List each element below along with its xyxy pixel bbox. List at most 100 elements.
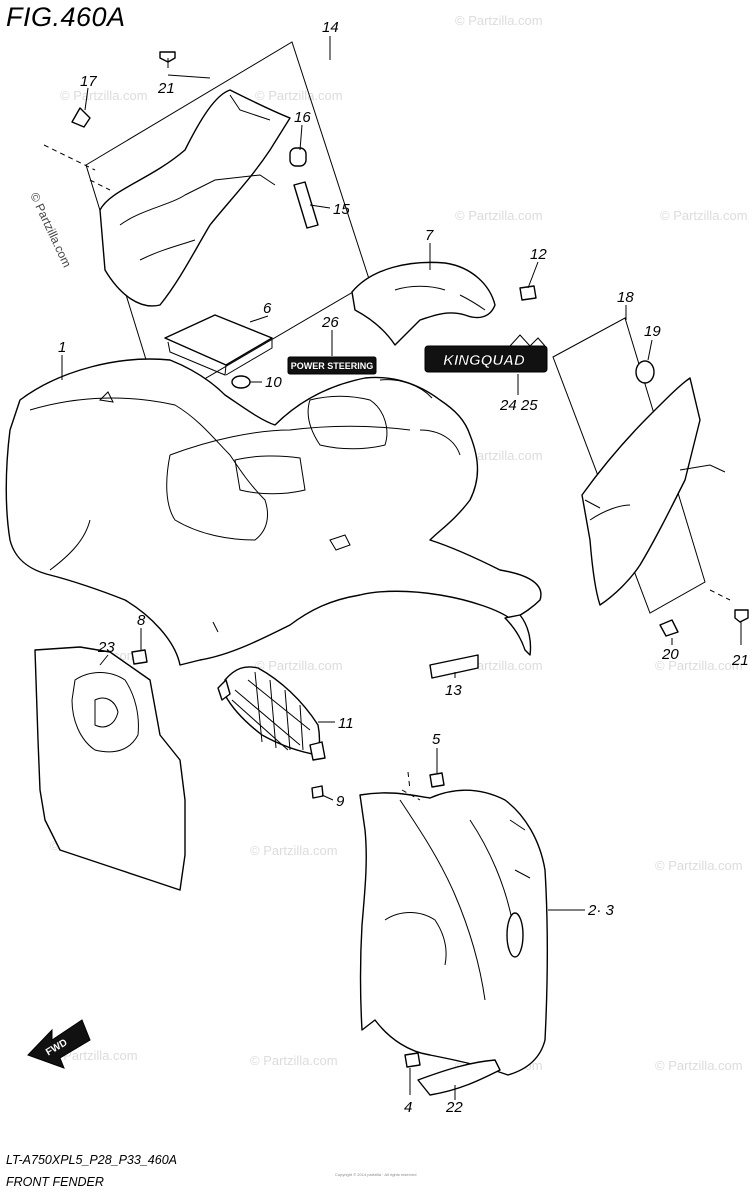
- instrument-opening: [307, 395, 388, 450]
- seal-22: [417, 1059, 501, 1096]
- callout-2-3: 2· 3: [587, 902, 615, 919]
- cover-7: [351, 261, 496, 346]
- grille-tabs: [217, 679, 326, 761]
- panel-23: [34, 646, 186, 891]
- watermark-text: © Partzilla.com: [255, 88, 343, 103]
- callout-20: 20: [661, 646, 679, 663]
- fender-tabs: [98, 391, 351, 633]
- panel-details: [119, 94, 276, 261]
- leader-6: [249, 315, 269, 323]
- callout-24-25: 24 25: [499, 397, 538, 414]
- callout-26: 26: [321, 314, 339, 331]
- model-code: LT-A750XPL5_P28_P33_460A: [6, 1153, 177, 1167]
- arrow-shape: [27, 1019, 91, 1069]
- screw-21b: [734, 609, 749, 623]
- leader-19: [647, 339, 653, 361]
- inner-fender-2-3: [359, 771, 548, 1096]
- callout-15: 15: [333, 201, 350, 218]
- screw-21: [159, 51, 176, 63]
- grille-mesh: [231, 671, 311, 751]
- screw-12: [519, 285, 537, 301]
- callout-21: 21: [157, 80, 175, 97]
- watermark-text: © Partzilla.com: [255, 658, 343, 673]
- inner-panel-group-14: [43, 41, 371, 406]
- watermark-text: © Partzilla.com: [250, 1053, 338, 1068]
- watermark-text: © Partzilla.com: [50, 1048, 138, 1063]
- power-steering-label: POWER STEERING: [291, 361, 374, 371]
- watermark-text: © Partzilla.com: [655, 1058, 743, 1073]
- leader-12: [527, 261, 539, 289]
- leader-16: [299, 124, 303, 151]
- leader-15: [309, 204, 331, 209]
- section-name: FRONT FENDER: [6, 1175, 104, 1189]
- kingquad-badge-24-25: KINGQUAD: [424, 334, 548, 373]
- inner-fender-ribs: [384, 799, 531, 1001]
- badge-plate: [424, 345, 548, 373]
- inner-fender-opening: [506, 912, 524, 958]
- callout-1: 1: [58, 339, 66, 356]
- callout-9: 9: [336, 793, 345, 810]
- callout-4: 4: [404, 1099, 412, 1116]
- leader-9: [321, 794, 334, 801]
- screw-4: [404, 1052, 421, 1068]
- watermark-text: © Partzilla.com: [60, 88, 148, 103]
- callout-12: 12: [530, 246, 547, 263]
- dashed-leader: [401, 771, 421, 801]
- callout-6: 6: [263, 300, 272, 317]
- watermark-text: © Partzilla.com: [455, 13, 543, 28]
- inner-panel-group-18: [552, 317, 749, 637]
- callout-19: 19: [644, 323, 661, 340]
- callout-22: 22: [445, 1099, 463, 1116]
- inner-fender-body: [359, 789, 548, 1076]
- cover-6-edge: [167, 338, 273, 376]
- panel-right-details: [584, 464, 726, 521]
- opening-edge: [379, 379, 461, 456]
- callout-10: 10: [265, 374, 282, 391]
- callout-16: 16: [294, 109, 311, 126]
- panel-23-body: [34, 646, 186, 891]
- callout-8: 8: [137, 612, 146, 629]
- leader-23: [99, 654, 109, 666]
- cover-7-body: [351, 261, 496, 346]
- dashed-leader: [709, 589, 731, 601]
- pad-15: [293, 181, 319, 229]
- pad-13: [429, 654, 479, 679]
- kingquad-label: KINGQUAD: [443, 352, 525, 369]
- leader-17: [84, 87, 89, 111]
- callout-11: 11: [338, 715, 354, 732]
- watermark-text: © Partzilla.com: [660, 208, 748, 223]
- fender-mudflap: [504, 614, 532, 656]
- callout-18: 18: [617, 289, 634, 306]
- copyright-note: Copyright © 2014 partzilla · All rights …: [335, 1172, 417, 1177]
- leader-21a: [167, 58, 211, 79]
- callout-21: 21: [731, 652, 749, 669]
- grommet-10: [231, 375, 251, 389]
- callout-5: 5: [432, 731, 441, 748]
- fender-contours: [29, 397, 411, 571]
- power-steering-badge-26: POWER STEERING: [287, 356, 377, 375]
- clip-17: [71, 107, 91, 128]
- callout-13: 13: [445, 682, 462, 699]
- grommet-19: [635, 360, 655, 384]
- panel-23-cutouts: [71, 672, 139, 753]
- leader-lines: [61, 36, 742, 1100]
- front-fender-1: [5, 358, 542, 666]
- watermark-text: © Partzilla.com: [655, 858, 743, 873]
- callouts: 14 17 21 16 15 7 12 6 26 1 10 24 25 18 1…: [58, 19, 749, 1116]
- badge-plate: [287, 356, 377, 375]
- grille-11: [217, 666, 326, 761]
- mountain-peaks: [509, 334, 546, 347]
- watermark-text: © Partzilla.com: [250, 843, 338, 858]
- inner-panel-right: [581, 377, 701, 606]
- grommet-16: [289, 147, 307, 167]
- callout-17: 17: [80, 73, 97, 90]
- screw-9: [311, 785, 324, 799]
- dashed-leader: [43, 144, 111, 191]
- storage-recess: [234, 455, 306, 495]
- cover-7-lines: [394, 285, 486, 311]
- fender-body: [5, 358, 542, 666]
- inner-panel: [99, 89, 291, 307]
- watermark-text: © Partzilla.com: [455, 208, 543, 223]
- callout-7: 7: [425, 227, 434, 244]
